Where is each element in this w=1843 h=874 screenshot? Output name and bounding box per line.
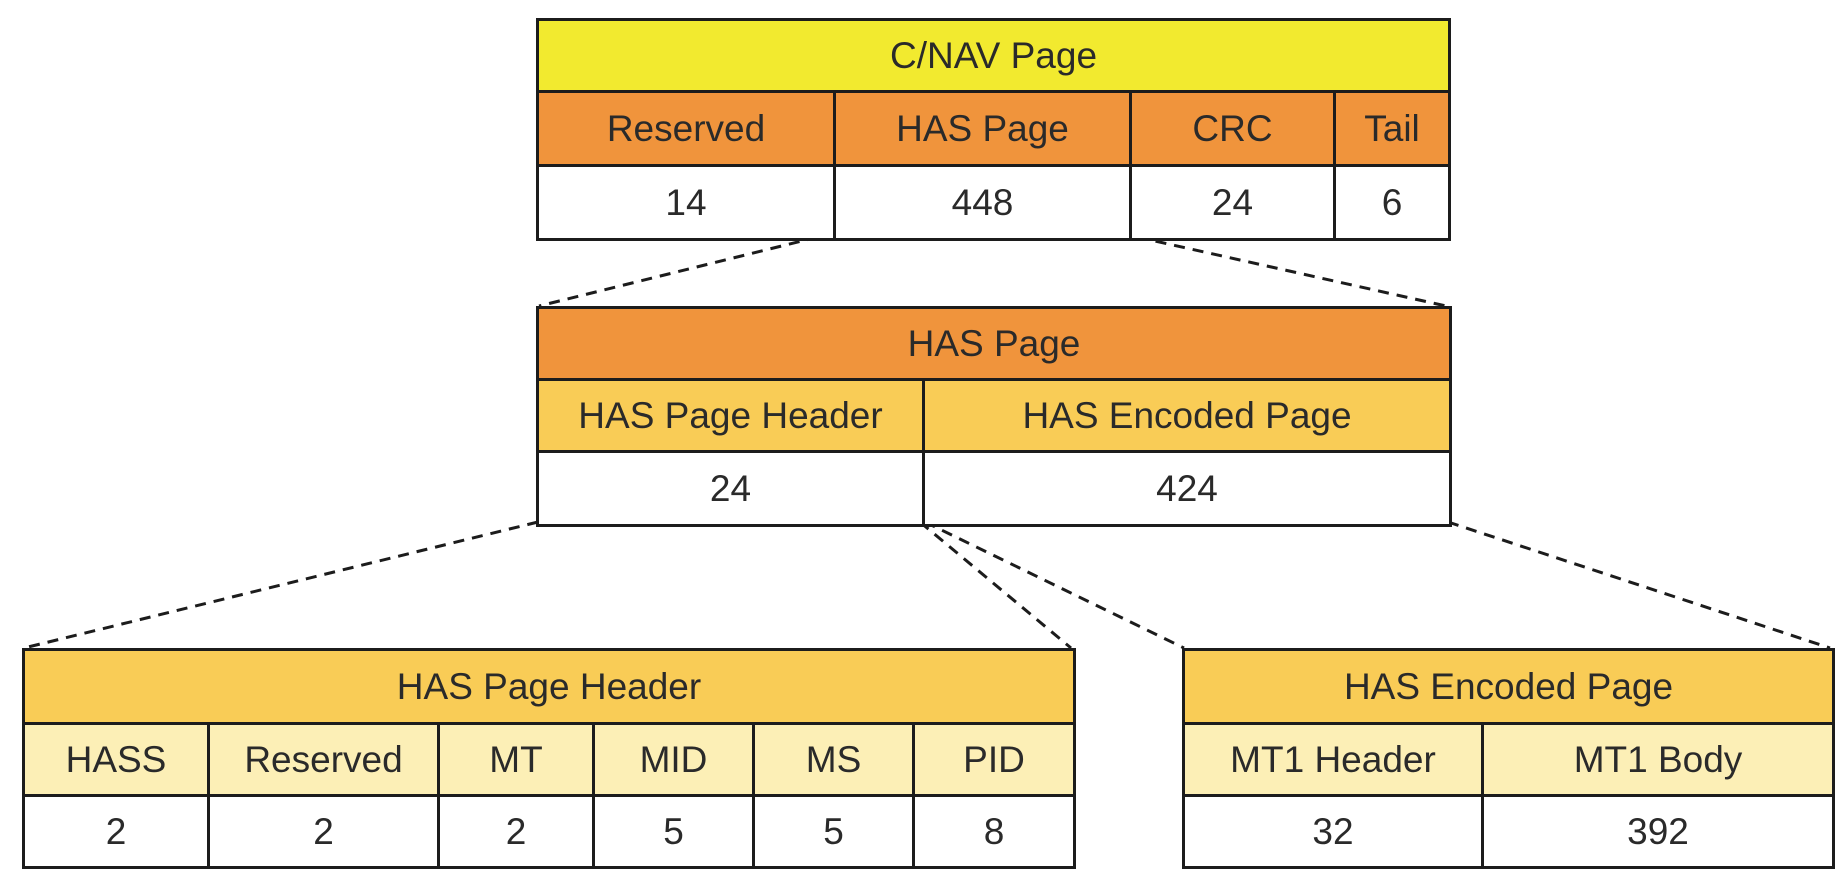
encoded-field-mt1-header-bits: 32 [1182, 794, 1484, 869]
cnav-field-crc-label: CRC [1129, 90, 1336, 167]
header-field-reserved-bits: 2 [207, 794, 440, 869]
header-field-mt-label: MT [437, 722, 595, 797]
has-encoded-page-label: HAS Encoded Page [922, 378, 1452, 453]
has-page-header-label: HAS Page Header [536, 378, 925, 453]
header-field-ms-label: MS [752, 722, 915, 797]
connector-header-left [23, 520, 539, 650]
header-field-pid-label: PID [912, 722, 1076, 797]
has-encoded-page-table: HAS Encoded Page MT1 Header MT1 Body 32 … [1182, 648, 1835, 869]
has-page-header-bits: 24 [536, 450, 925, 527]
connector-cnav-left [538, 235, 819, 308]
has-encoded-page-bits: 424 [922, 450, 1452, 527]
has-page-header-table: HAS Page Header HASS Reserved MT MID MS … [22, 648, 1076, 869]
header-field-reserved-label: Reserved [207, 722, 440, 797]
connector-encoded-right [1447, 520, 1831, 650]
connector-encoded-left [924, 520, 1185, 650]
cnav-field-has-page-label: HAS Page [833, 90, 1132, 167]
connector-cnav-right [1136, 235, 1447, 308]
encoded-field-mt1-header-label: MT1 Header [1182, 722, 1484, 797]
header-field-mid-bits: 5 [592, 794, 755, 869]
has-encoded-page-title: HAS Encoded Page [1182, 648, 1835, 725]
cnav-field-has-page-bits: 448 [833, 164, 1132, 241]
has-page-table: HAS Page HAS Page Header HAS Encoded Pag… [536, 306, 1452, 527]
has-page-header-title: HAS Page Header [22, 648, 1076, 725]
header-field-ms-bits: 5 [752, 794, 915, 869]
cnav-field-tail-bits: 6 [1332, 164, 1452, 241]
cnav-field-tail-label: Tail [1332, 90, 1452, 167]
header-field-mid-label: MID [592, 722, 755, 797]
has-page-title: HAS Page [536, 306, 1452, 381]
cnav-field-reserved-bits: 14 [536, 164, 836, 241]
encoded-field-mt1-body-bits: 392 [1481, 794, 1835, 869]
header-field-mt-bits: 2 [437, 794, 595, 869]
header-field-hass-bits: 2 [22, 794, 210, 869]
header-field-hass-label: HASS [22, 722, 210, 797]
header-field-pid-bits: 8 [912, 794, 1076, 869]
cnav-page-title: C/NAV Page [535, 18, 1452, 93]
cnav-field-reserved-label: Reserved [536, 90, 836, 167]
connector-header-right [919, 520, 1072, 650]
encoded-field-mt1-body-label: MT1 Body [1481, 722, 1835, 797]
cnav-page-table: C/NAV Page Reserved HAS Page CRC Tail 14… [535, 18, 1452, 241]
cnav-field-crc-bits: 24 [1129, 164, 1336, 241]
